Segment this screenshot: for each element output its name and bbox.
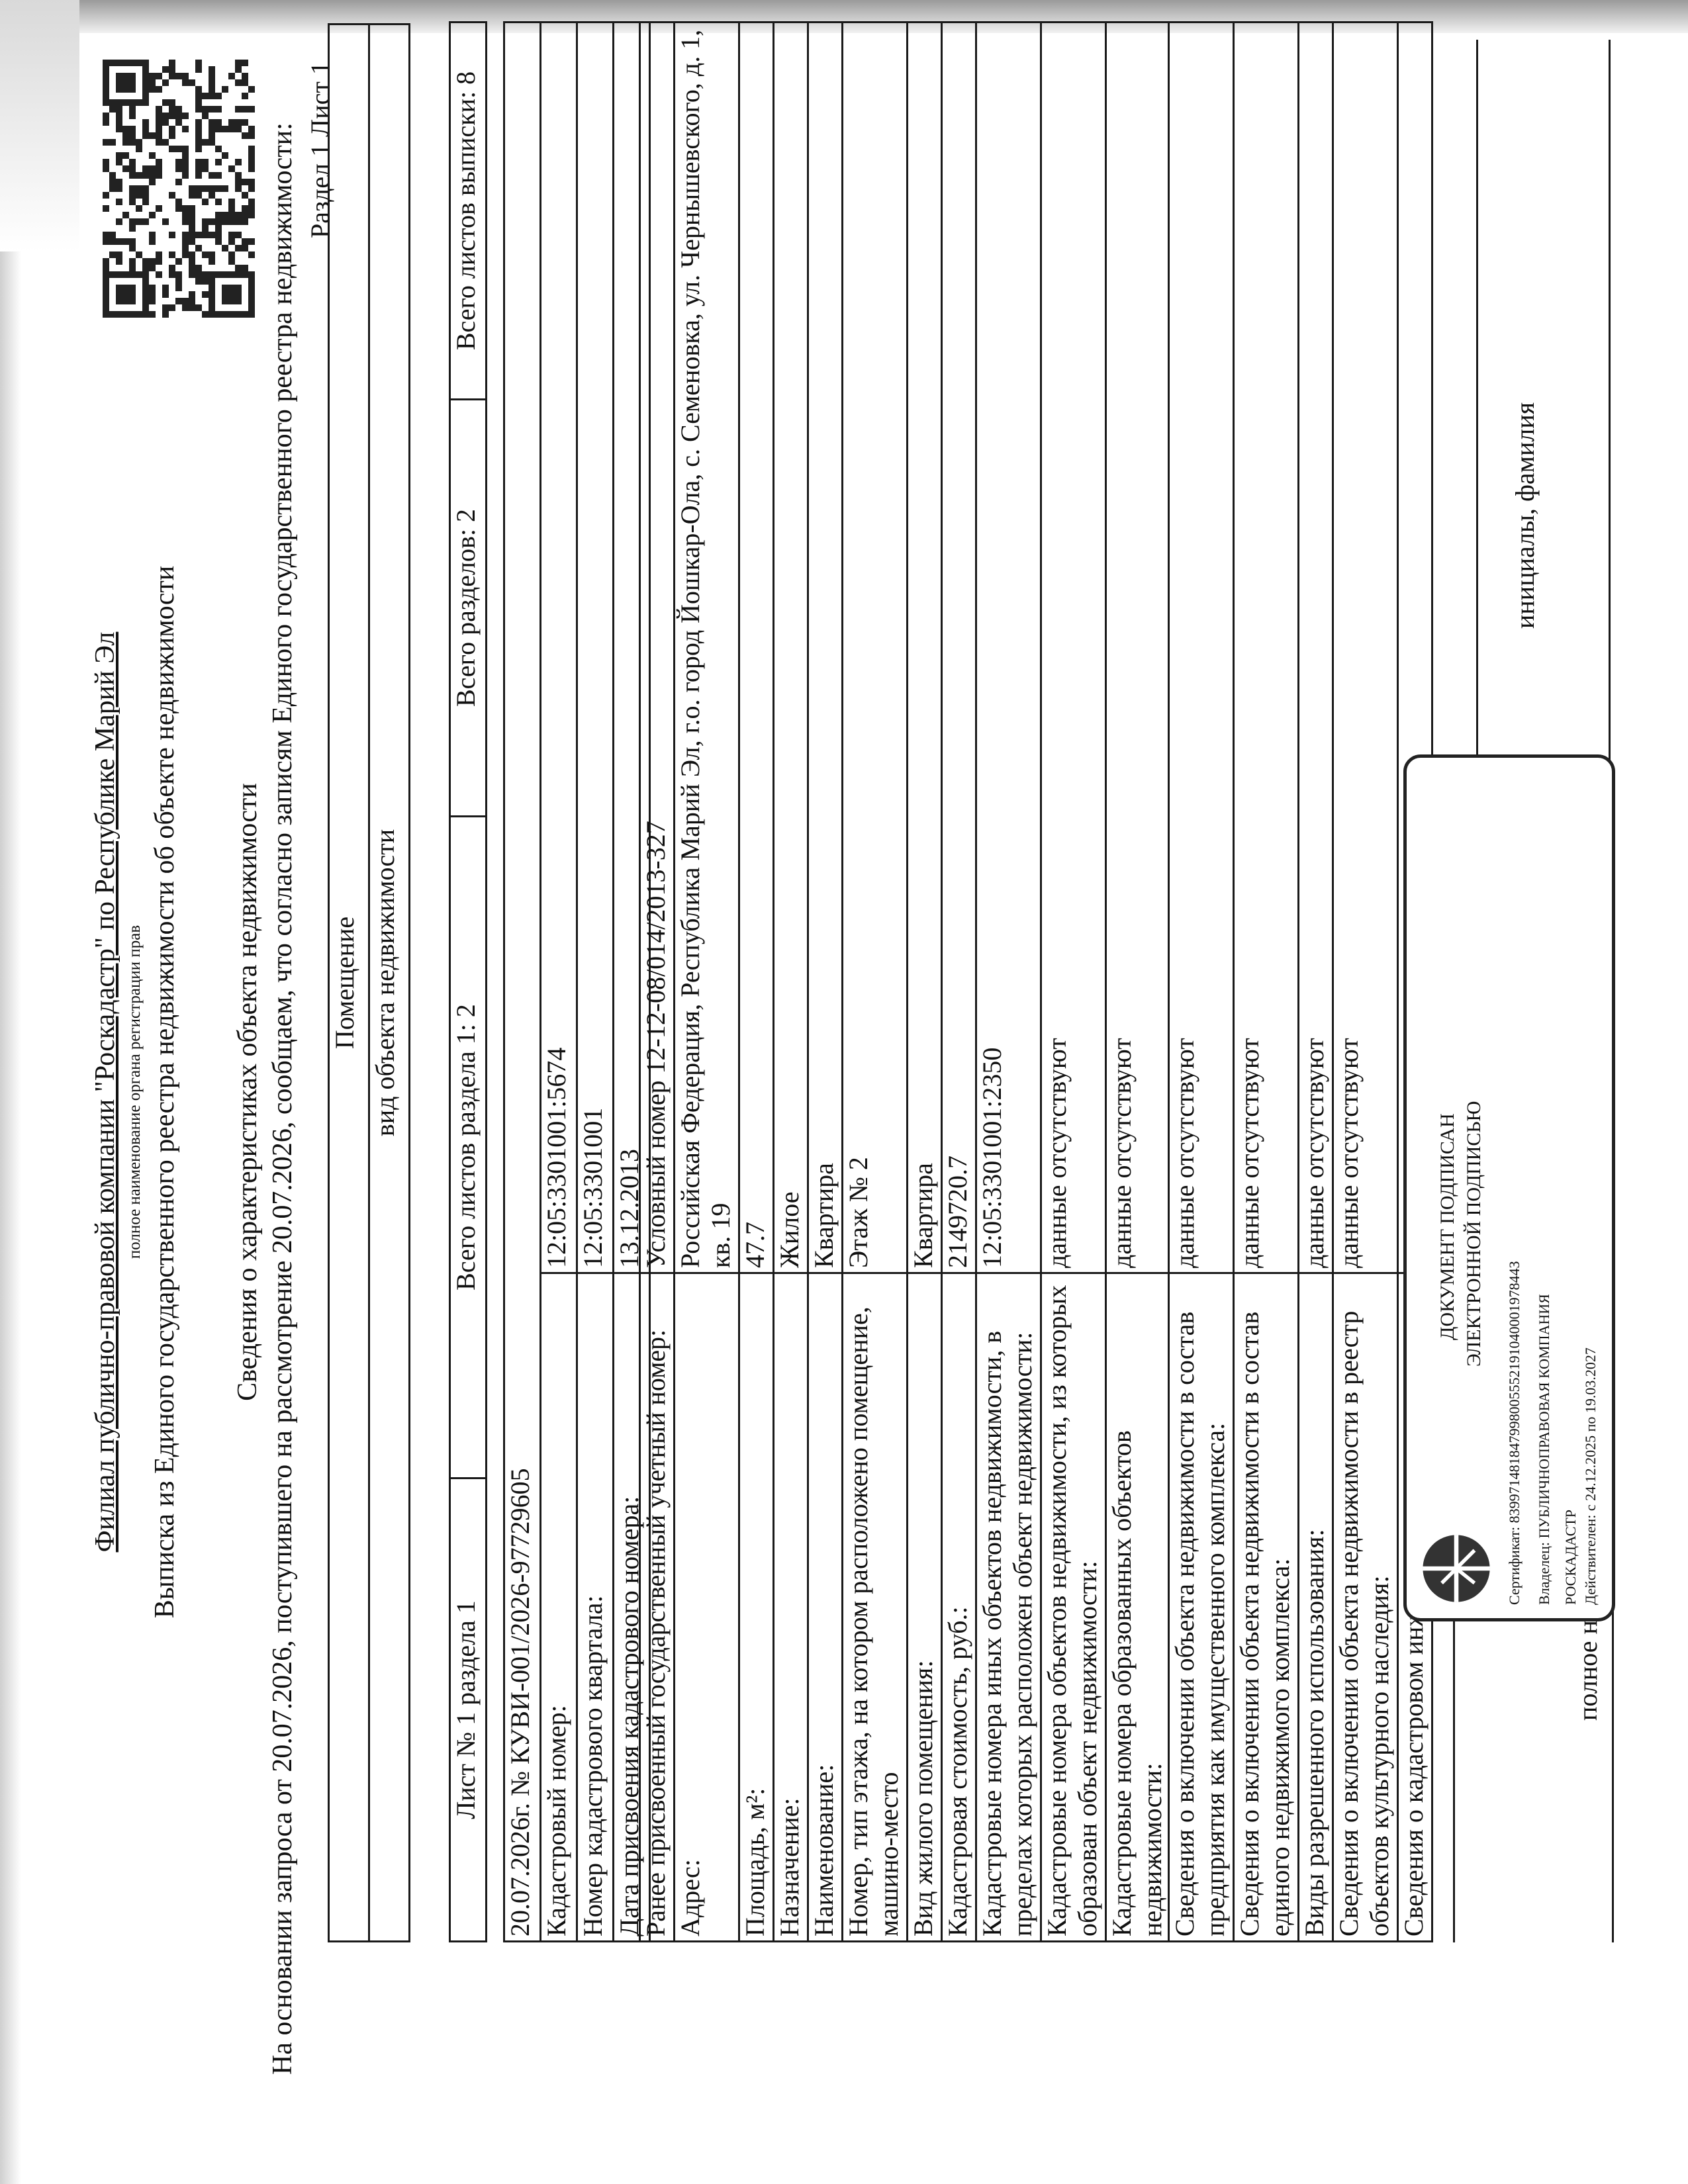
stamp-owner-2: РОСКАДАСТР [1562, 1509, 1579, 1605]
prop-value: 47.7 [739, 22, 774, 1273]
name-caption: инициалы, фамилия [1510, 402, 1540, 629]
intro-text: На основании запроса от 20.07.2026, пост… [267, 122, 298, 2075]
table-row: Кадастровые номера объектов недвижимости… [1041, 22, 1106, 1942]
name-line-top [1476, 40, 1478, 860]
document-subtitle: Сведения о характеристиках объекта недви… [232, 783, 263, 1401]
prop-value: Жилое [773, 22, 808, 1273]
prop-value: Квартира [808, 22, 843, 1273]
sheet-info-table: Лист № 1 раздела 1 Всего листов раздела … [449, 21, 487, 1942]
document-title: Выписка из Единого государственного реес… [150, 565, 180, 1619]
table-row: Кадастровые номера иных объектов недвижи… [976, 22, 1041, 1942]
prop-value: данные отсутствуют [1168, 22, 1234, 1273]
properties-table: Ранее присвоенный государственный учетны… [639, 21, 1433, 1942]
table-row: Кадастровая стоимость, руб.: 2149720.7 [941, 22, 976, 1942]
stamp-owner-1: Владелец: ПУБЛИЧНОПРАВОВАЯ КОМПАНИЯ [1536, 1294, 1552, 1605]
table-row: Виды разрешенного использования: данные … [1298, 22, 1333, 1942]
quarter-number-value: 12:05:3301001 [577, 22, 614, 1273]
prop-label: Ранее присвоенный государственный учетны… [639, 1273, 675, 1942]
object-kind: Помещение [328, 24, 369, 1942]
prop-label: Назначение: [773, 1273, 808, 1942]
folded-corner [0, 0, 79, 251]
stamp-title-2: ЭЛЕКТРОННОЙ ПОДПИСЬЮ [1463, 1101, 1485, 1367]
stamp-title-1: ДОКУМЕНТ ПОДПИСАН [1436, 1113, 1458, 1340]
prop-value: 2149720.7 [941, 22, 976, 1273]
prop-value: Условный номер 12-12-08/014/2013-327 [639, 22, 675, 1273]
prop-label: Кадастровые номера образованных объектов… [1105, 1273, 1169, 1942]
cadastral-number-label: Кадастровый номер: [540, 1273, 577, 1942]
prop-label: Номер, тип этажа, на котором расположено… [842, 1273, 908, 1942]
prop-label: Площадь, м²: [739, 1273, 774, 1942]
table-row: Номер, тип этажа, на котором расположено… [842, 22, 908, 1942]
prop-value: данные отсутствуют [1041, 22, 1106, 1273]
emblem-icon [1423, 1535, 1490, 1602]
sheet-number: Лист № 1 раздела 1 [449, 1478, 487, 1942]
prop-label: Кадастровые номера объектов недвижимости… [1041, 1273, 1106, 1942]
prop-value: данные отсутствуют [1333, 22, 1398, 1273]
scan-edge [0, 0, 21, 2184]
name-line-bottom [1609, 40, 1611, 860]
table-row: Адрес: Российская Федерация, Республика … [674, 22, 739, 1942]
prop-label: Адрес: [674, 1273, 739, 1942]
prop-label: Кадастровая стоимость, руб.: [941, 1273, 976, 1942]
org-name: Филиал публично-правовой компании "Роска… [90, 631, 120, 1553]
prop-label: Виды разрешенного использования: [1298, 1273, 1333, 1942]
prop-value: данные отсутствуют [1298, 22, 1333, 1273]
prop-label: Кадастровые номера иных объектов недвижи… [976, 1273, 1041, 1942]
stamp-validity: Действителен: с 24.12.2025 по 19.03.2027 [1582, 1347, 1599, 1605]
table-row: Назначение: Жилое [773, 22, 808, 1942]
prop-value: данные отсутствуют [1233, 22, 1299, 1273]
prop-value: Этаж № 2 [842, 22, 908, 1273]
table-row: Кадастровый номер: 12:05:3301001:5674 [540, 22, 577, 1942]
extract-date-number: 20.07.2026г. № КУВИ-001/2026-97729605 [504, 22, 541, 1942]
prop-value: данные отсутствуют [1105, 22, 1169, 1273]
table-row: Ранее присвоенный государственный учетны… [639, 22, 675, 1942]
table-row: Наименование: Квартира [808, 22, 843, 1942]
table-row: Площадь, м²: 47.7 [739, 22, 774, 1942]
prop-label: Наименование: [808, 1273, 843, 1942]
e-signature-stamp: ДОКУМЕНТ ПОДПИСАН ЭЛЕКТРОННОЙ ПОДПИСЬЮ С… [1403, 754, 1615, 1621]
sheets-in-section: Всего листов раздела 1: 2 [449, 816, 487, 1479]
table-row: Кадастровые номера образованных объектов… [1105, 22, 1169, 1942]
table-row: Номер кадастрового квартала: 12:05:33010… [577, 22, 614, 1942]
prop-label: Сведения о включении объекта недвижимост… [1168, 1273, 1234, 1942]
prop-value: 12:05:3301001:2350 [976, 22, 1041, 1273]
cadastral-number-value: 12:05:3301001:5674 [540, 22, 577, 1273]
table-row: Сведения о включении объекта недвижимост… [1333, 22, 1398, 1942]
object-kind-table: Помещение вид объекта недвижимости [328, 23, 410, 1942]
sections-total: Всего разделов: 2 [449, 399, 487, 817]
prop-label: Вид жилого помещения: [907, 1273, 942, 1942]
scan-shade [0, 0, 1688, 33]
table-row: Сведения о включении объекта недвижимост… [1168, 22, 1234, 1942]
prop-label: Сведения о включении объекта недвижимост… [1233, 1273, 1299, 1942]
object-kind-caption: вид объекта недвижимости [369, 24, 410, 1942]
prop-value: Квартира [907, 22, 942, 1273]
registry-table: 20.07.2026г. № КУВИ-001/2026-97729605 Ка… [503, 21, 651, 1942]
prop-label: Сведения о включении объекта недвижимост… [1333, 1273, 1398, 1942]
prop-value: Российская Федерация, Республика Марий Э… [674, 22, 739, 1273]
stamp-certificate: Сертификат: 8399714818479980055521910400… [1506, 1261, 1523, 1605]
quarter-number-label: Номер кадастрового квартала: [577, 1273, 614, 1942]
qr-code-icon [103, 60, 255, 318]
table-row: Сведения о включении объекта недвижимост… [1233, 22, 1299, 1942]
table-row: Вид жилого помещения: Квартира [907, 22, 942, 1942]
sheets-total: Всего листов выписки: 8 [449, 22, 487, 400]
org-name-caption: полное наименование органа регистрации п… [126, 925, 144, 1259]
